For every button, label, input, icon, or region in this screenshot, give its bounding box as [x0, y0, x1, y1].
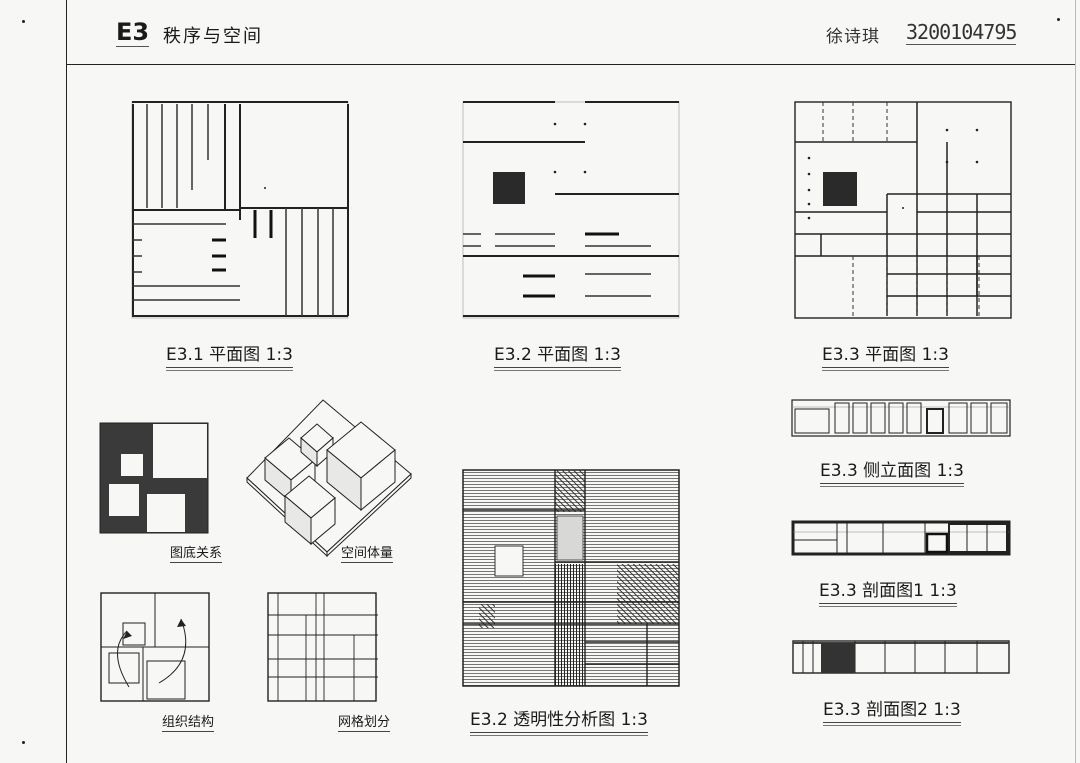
student-id: 3200104795 — [906, 20, 1017, 45]
caption-volume: 空间体量 — [341, 542, 394, 563]
left-border-line — [66, 0, 67, 763]
scan-speck — [22, 20, 25, 23]
grid-division-diagram — [267, 592, 378, 702]
volume-axonometric-diagram — [246, 399, 412, 558]
e31-plan-drawing — [131, 101, 349, 319]
caption-e33-section2: E3.3 剖面图2 1:3 — [823, 695, 961, 726]
scan-speck — [22, 741, 25, 744]
caption-e33-section1: E3.3 剖面图1 1:3 — [819, 576, 957, 607]
caption-e32-plan: E3.2 平面图 1:3 — [494, 340, 621, 371]
caption-figure-ground: 图底关系 — [170, 542, 223, 563]
caption-grid: 网格划分 — [338, 711, 391, 732]
caption-e33-side: E3.3 侧立面图 1:3 — [820, 456, 964, 487]
sheet-title: 秩序与空间 — [163, 26, 263, 47]
caption-e31-plan: E3.1 平面图 1:3 — [166, 340, 293, 371]
author-name: 徐诗琪 — [826, 27, 880, 47]
organization-structure-diagram — [100, 592, 210, 702]
e33-side-elevation-drawing — [791, 399, 1011, 437]
e33-section2-drawing — [792, 640, 1010, 674]
figure-ground-diagram — [99, 422, 209, 534]
header-divider-line — [66, 64, 1076, 65]
caption-e33-plan: E3.3 平面图 1:3 — [822, 340, 949, 371]
right-border-line — [1075, 0, 1076, 763]
e33-section1-drawing — [791, 520, 1011, 556]
e32-plan-drawing — [462, 101, 680, 319]
scan-speck — [1057, 18, 1060, 21]
sheet-code: E3 — [116, 18, 150, 47]
e33-plan-drawing — [794, 101, 1012, 319]
caption-transparency: E3.2 透明性分析图 1:3 — [470, 705, 648, 736]
caption-organization: 组织结构 — [162, 711, 215, 732]
transparency-analysis-drawing — [462, 469, 680, 687]
